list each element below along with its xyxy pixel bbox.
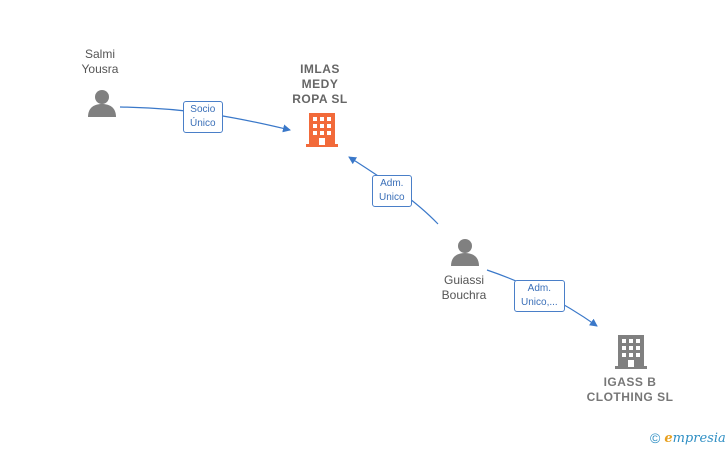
building-icon[interactable]: [306, 113, 338, 147]
building-icon[interactable]: [615, 335, 647, 369]
footer-brand: © empresia: [650, 430, 726, 446]
copyright-icon: ©: [650, 430, 661, 446]
node-label-igass[interactable]: IGASS B CLOTHING SL: [586, 375, 674, 404]
node-label-guiassi[interactable]: Guiassi Bouchra: [441, 273, 487, 302]
node-label-imlas[interactable]: IMLAS MEDY ROPA SL: [292, 62, 348, 106]
person-icon[interactable]: [450, 237, 480, 267]
node-label-salmi[interactable]: Salmi Yousra: [81, 47, 119, 76]
brand-logo: empresia: [664, 430, 726, 446]
edge-label-adm-unico-more: Adm. Unico,...: [514, 280, 565, 312]
edge-label-socio-unico: Socio Único: [183, 101, 223, 133]
edge-label-adm-unico: Adm. Unico: [372, 175, 412, 207]
person-icon[interactable]: [87, 88, 117, 118]
